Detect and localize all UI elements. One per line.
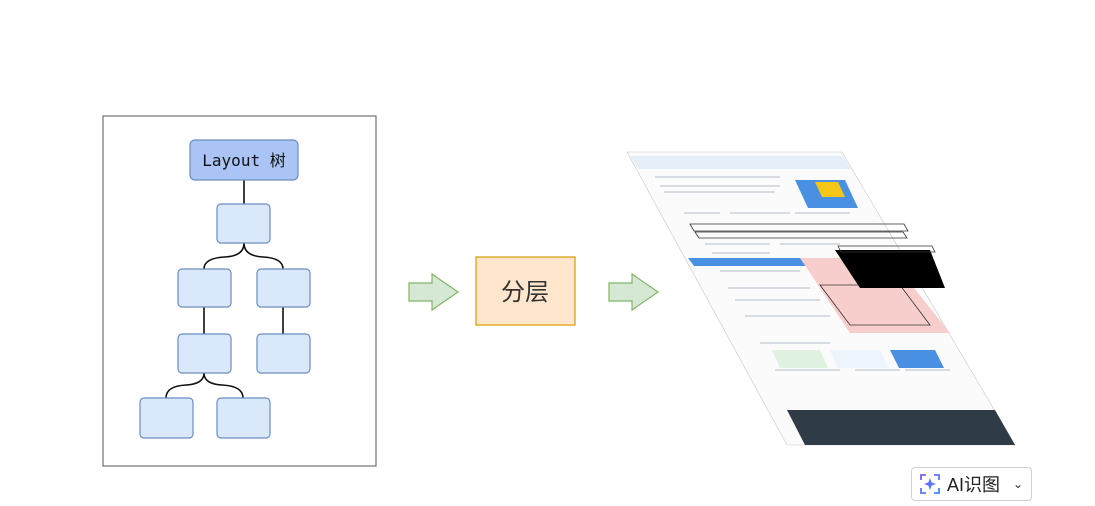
tree-root-label: Layout 树 <box>202 151 285 170</box>
arrow-right-icon <box>408 272 460 312</box>
tree-node <box>177 268 232 308</box>
process-label: 分层 <box>501 278 549 306</box>
ai-image-recognition-button[interactable]: AI识图 ⌄ <box>911 467 1032 501</box>
tree-node <box>216 203 271 244</box>
layout-tree-root: Layout 树 <box>189 139 299 181</box>
tree-node <box>256 268 311 308</box>
chevron-down-icon[interactable]: ⌄ <box>1012 477 1023 491</box>
layering-process-box: 分层 <box>475 256 576 326</box>
layered-page-illustration <box>626 151 1016 446</box>
arrow-right-icon <box>608 272 660 312</box>
tree-connectors <box>165 180 284 399</box>
tree-nodes <box>139 203 311 439</box>
tree-node <box>256 333 311 374</box>
tree-node <box>216 397 271 439</box>
sparkle-icon <box>920 474 940 494</box>
tree-node <box>177 333 232 374</box>
ai-button-label: AI识图 <box>947 475 1001 495</box>
tree-node <box>139 397 194 439</box>
